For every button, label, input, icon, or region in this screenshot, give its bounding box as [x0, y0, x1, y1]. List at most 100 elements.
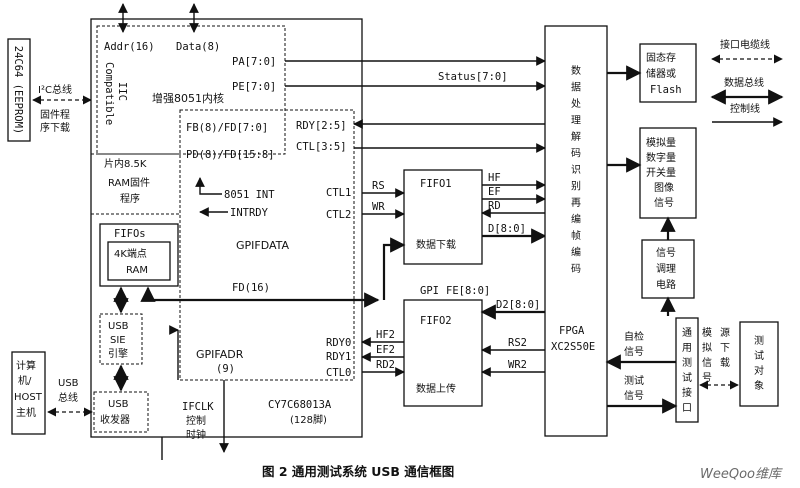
- rd2-label: RD2: [376, 359, 395, 371]
- rs2-label: RS2: [508, 337, 527, 349]
- d2-label: D2[8:0]: [496, 299, 540, 311]
- fifo2-box: [403, 299, 483, 407]
- test-object-box: [739, 321, 779, 407]
- onchip-ram-label-1: 片内8.5K: [104, 157, 147, 170]
- eeprom-box: [7, 38, 31, 142]
- core-addr-label: Addr(16): [104, 41, 155, 53]
- legend-cable-label: 接口电缆线: [720, 38, 770, 51]
- usb-sie-label-2: SIE: [110, 335, 126, 346]
- storage-label-2: 储器或: [646, 67, 676, 80]
- core-label: 增强8051内核: [152, 91, 224, 105]
- test-object-char: 象: [754, 380, 764, 392]
- test-interface-char: 接: [682, 386, 692, 399]
- signal-types-label-1: 模拟量: [646, 136, 676, 149]
- status-label: Status[7:0]: [438, 71, 508, 83]
- rdy25-label: RDY[2:5]: [296, 120, 347, 132]
- gpif-region: [179, 109, 355, 381]
- storage-label-1: 固态存: [646, 51, 676, 64]
- fd16-label: FD(16): [232, 282, 270, 294]
- test-object-char: 对: [754, 364, 764, 377]
- fpga-box: [544, 25, 608, 437]
- ifclk-label-3: 时钟: [186, 428, 206, 441]
- usb-bus-label-2: 总线: [58, 391, 78, 404]
- signal-types-label-3: 开关量: [646, 166, 676, 179]
- usb-transceiver-label-2: 收发器: [100, 413, 130, 426]
- usb-sie-box: [99, 313, 143, 365]
- fpga-function-char: 码: [571, 263, 581, 275]
- ctl35-label: CTL[3:5]: [296, 141, 347, 153]
- onchip-ram-label-2: RAM固件: [108, 177, 150, 189]
- onchip-ram-region: [90, 153, 181, 215]
- test-interface-char: 通: [682, 327, 692, 339]
- gpi-label: GPI: [420, 285, 439, 297]
- fe-label: FE[8:0]: [446, 285, 490, 297]
- fpga-function-char: 处: [571, 98, 581, 110]
- fpga-function-char: 再: [571, 197, 581, 209]
- signal-types-label-2: 数字量: [646, 151, 676, 164]
- test-interface-char: 试: [682, 371, 692, 384]
- fifo1-ef-label: EF: [488, 186, 501, 198]
- wr2-label: WR2: [508, 359, 527, 371]
- gpifadr-label: GPIFADR: [196, 348, 244, 361]
- fpga-function-char: 理: [571, 115, 581, 127]
- fpga-function-char: 解: [571, 130, 581, 143]
- signal-types-label-5: 信号: [654, 197, 674, 209]
- ctl0-label: CTL0: [326, 367, 351, 379]
- pa-label: PA[7:0]: [232, 56, 276, 68]
- usb-transceiver-label-1: USB: [108, 399, 129, 410]
- compatible-label: Compatible: [103, 62, 115, 125]
- host-label-4: 主机: [16, 406, 36, 419]
- conditioning-label-1: 信号: [656, 247, 676, 259]
- ctl2-label: CTL2: [326, 209, 351, 221]
- fpga-function-char: 编: [571, 213, 581, 226]
- pe-label: PE[7:0]: [232, 81, 276, 93]
- host-label-3: HOST: [14, 392, 43, 403]
- fifos-label-2: RAM: [126, 265, 148, 276]
- fb-label: FB(8)/FD[7:0]: [186, 122, 268, 134]
- int-8051-label: 8051 INT: [224, 189, 275, 201]
- i2c-bus-label: I²C总线: [38, 83, 72, 96]
- fpga-function-char: 识: [571, 164, 581, 176]
- sim-source-char: 信: [702, 357, 712, 369]
- fpga-function-char: 编: [571, 246, 581, 259]
- legend-data-bus-label: 数据总线: [724, 76, 764, 89]
- conditioning-label-3: 电路: [656, 278, 676, 291]
- sim-source-char: 下: [720, 343, 730, 354]
- host-box: [11, 351, 46, 435]
- eeprom-label: 24C64 (EEPROM): [12, 46, 24, 135]
- chip-name: CY7C68013A: [268, 399, 332, 411]
- rdy1-label: RDY1: [326, 351, 351, 363]
- onchip-ram-label-3: 程序: [120, 192, 140, 205]
- test-interface-char: 用: [682, 343, 692, 354]
- ctl1-label: CTL1: [326, 187, 351, 199]
- fpga-model: XC2S50E: [551, 341, 595, 353]
- wr-label: WR: [372, 201, 385, 213]
- self-check-label-2: 信号: [624, 346, 644, 358]
- chip-pins: (128脚): [290, 413, 327, 426]
- gpifdata-label: GPIFDATA: [236, 239, 290, 252]
- test-signal-label-1: 测试: [624, 374, 644, 387]
- legend-control-label: 控制线: [730, 102, 760, 115]
- firmware-download-label-2: 序下载: [40, 121, 70, 134]
- sim-source-char: 号: [702, 372, 712, 384]
- ifclk-label-1: IFCLK: [182, 401, 214, 413]
- test-interface-box: [675, 317, 699, 423]
- host-label-2: 机/: [18, 374, 32, 387]
- sim-source-char: 源: [720, 326, 730, 339]
- sim-source-char: 载: [720, 357, 730, 369]
- watermark: WeeQoo维库: [700, 467, 783, 482]
- storage-label-3: Flash: [650, 84, 682, 96]
- signal-types-box: [639, 127, 697, 219]
- rdy0-label: RDY0: [326, 337, 351, 349]
- fpga-function-char: 码: [571, 148, 581, 160]
- fifo1-hf-label: HF: [488, 172, 501, 184]
- signal-types-label-4: 图像: [654, 182, 674, 194]
- fpga-function-char: 帧: [571, 229, 581, 242]
- enhanced-8051-core: [96, 25, 286, 155]
- gpifadr-bits-label: (9): [216, 363, 235, 375]
- fpga-function-char: 数: [571, 64, 581, 77]
- figure-caption: 图 2 通用测试系统 USB 通信框图: [262, 464, 454, 479]
